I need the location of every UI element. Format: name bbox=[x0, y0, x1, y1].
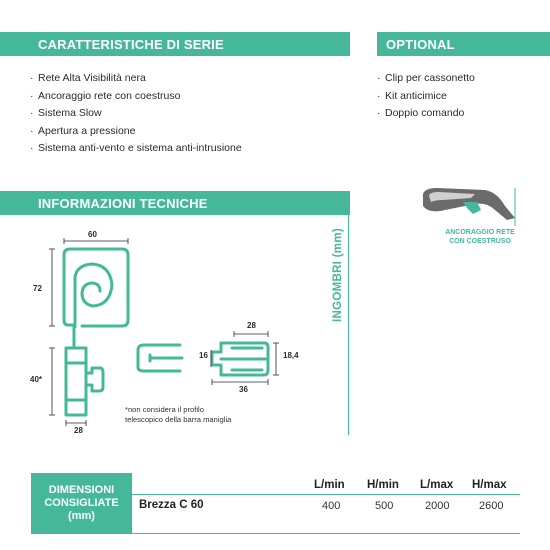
list-item: ·Sistema anti-vento e sistema anti-intru… bbox=[30, 142, 242, 154]
product-name: Brezza C 60 bbox=[139, 499, 204, 511]
optional-title: OPTIONAL bbox=[386, 36, 455, 52]
table-bottom-line bbox=[31, 533, 520, 534]
list-item: ·Sistema Slow bbox=[30, 107, 102, 119]
series-title: CARATTERISTICHE DI SERIE bbox=[38, 36, 224, 52]
cassette-profile bbox=[62, 247, 130, 328]
dim-36: 36 bbox=[239, 385, 248, 394]
col-header-lmax: L/max bbox=[420, 479, 454, 491]
value-lmax: 2000 bbox=[425, 500, 450, 512]
dim-18-4: 18,4 bbox=[283, 351, 299, 360]
side-profile-left bbox=[136, 343, 184, 373]
series-list: ·Rete Alta Visibilità nera ·Ancoraggio r… bbox=[30, 70, 242, 158]
series-header-bar: CARATTERISTICHE DI SERIE bbox=[0, 32, 350, 56]
list-item: ·Clip per cassonetto bbox=[377, 72, 475, 84]
value-hmin: 500 bbox=[375, 500, 394, 512]
table-header-line bbox=[132, 494, 520, 495]
drawing-note: *non considera il profilo telescopico de… bbox=[125, 405, 232, 424]
optional-list: ·Clip per cassonetto ·Kit anticimice ·Do… bbox=[377, 70, 475, 123]
dim-28-bottom: 28 bbox=[74, 426, 83, 435]
list-item: ·Kit anticimice bbox=[377, 89, 447, 102]
ingombri-label: INGOMBRI (mm) bbox=[332, 228, 344, 322]
tech-title: INFORMAZIONI TECNICHE bbox=[38, 195, 208, 211]
bottom-bar-profile bbox=[64, 346, 88, 417]
col-header-lmin: L/min bbox=[314, 479, 345, 491]
side-profile-right bbox=[210, 341, 270, 377]
list-item: ·Apertura a pressione bbox=[30, 124, 136, 137]
dim-40: 40* bbox=[30, 375, 43, 384]
vertical-divider bbox=[348, 215, 349, 435]
list-item: ·Ancoraggio rete con coestruso bbox=[30, 89, 181, 102]
col-header-hmax: H/max bbox=[472, 479, 507, 491]
profile-drawing bbox=[49, 238, 279, 426]
value-hmax: 2600 bbox=[479, 500, 504, 512]
anchor-detail-image bbox=[422, 188, 516, 226]
dim-60: 60 bbox=[88, 230, 97, 239]
dim-72: 72 bbox=[33, 284, 42, 293]
list-item: ·Rete Alta Visibilità nera bbox=[30, 72, 146, 84]
dim-16: 16 bbox=[199, 351, 208, 360]
optional-header-bar: OPTIONAL bbox=[377, 32, 550, 56]
anchor-caption: ANCORAGGIO RETE CON COESTRUSO bbox=[445, 229, 515, 245]
value-lmin: 400 bbox=[322, 500, 341, 512]
list-item: ·Doppio comando bbox=[377, 107, 465, 119]
dimensions-label-box: DIMENSIONI CONSIGLIATE (mm) bbox=[31, 473, 132, 533]
col-header-hmin: H/min bbox=[367, 479, 399, 491]
roller-spiral bbox=[73, 262, 114, 329]
dim-28-top: 28 bbox=[247, 321, 256, 330]
tech-header-bar: INFORMAZIONI TECNICHE bbox=[0, 191, 350, 215]
